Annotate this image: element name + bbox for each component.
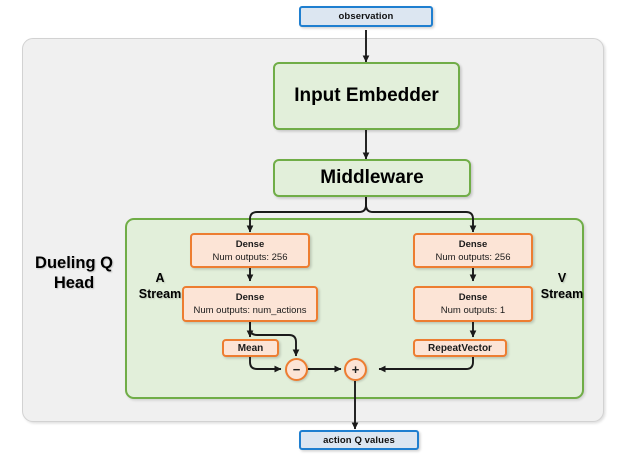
add-operator-node[interactable]: + [344,358,367,381]
mean-node[interactable]: Mean [222,339,279,357]
a-dense-2-subtitle: Num outputs: num_actions [193,305,307,316]
v-dense-2-subtitle: Num outputs: 1 [440,305,506,316]
observation-label: observation [338,11,394,22]
middleware-label: Middleware [320,167,424,188]
v-stream-label: V Stream [534,270,590,302]
repeat-vector-node[interactable]: RepeatVector [413,339,507,357]
middleware-node[interactable]: Middleware [273,159,471,197]
v-dense-1-title: Dense [458,238,488,250]
subtract-operator-node[interactable]: − [285,358,308,381]
a-dense-1-title: Dense [235,238,265,250]
input-embedder-node[interactable]: Input Embedder [273,62,460,130]
a-dense-1-node[interactable]: Dense Num outputs: 256 [190,233,310,268]
action-q-values-label: action Q values [323,434,395,446]
a-dense-1-subtitle: Num outputs: 256 [212,251,288,263]
input-embedder-label: Input Embedder [294,85,439,106]
dueling-q-head-label: Dueling Q Head [24,253,124,293]
v-dense-2-node[interactable]: Dense Num outputs: 1 [413,286,533,322]
v-dense-1-node[interactable]: Dense Num outputs: 256 [413,233,533,268]
a-dense-2-node[interactable]: Dense Num outputs: num_actions [182,286,318,322]
add-operator-symbol: + [351,362,360,377]
a-dense-2-title: Dense [235,292,265,303]
v-dense-2-title: Dense [458,292,488,303]
a-stream-line2: Stream [138,287,182,301]
repeat-vector-label: RepeatVector [428,342,492,354]
a-stream-line1: A [155,271,165,285]
dueling-q-head-text: Dueling Q Head [35,254,113,292]
v-stream-line2: Stream [540,287,584,301]
a-stream-label: A Stream [134,270,186,302]
observation-node[interactable]: observation [299,6,433,27]
action-q-values-node[interactable]: action Q values [299,430,419,450]
mean-label: Mean [237,342,264,354]
v-dense-1-subtitle: Num outputs: 256 [435,251,511,263]
subtract-operator-symbol: − [292,362,301,377]
v-stream-line1: V [557,271,567,285]
